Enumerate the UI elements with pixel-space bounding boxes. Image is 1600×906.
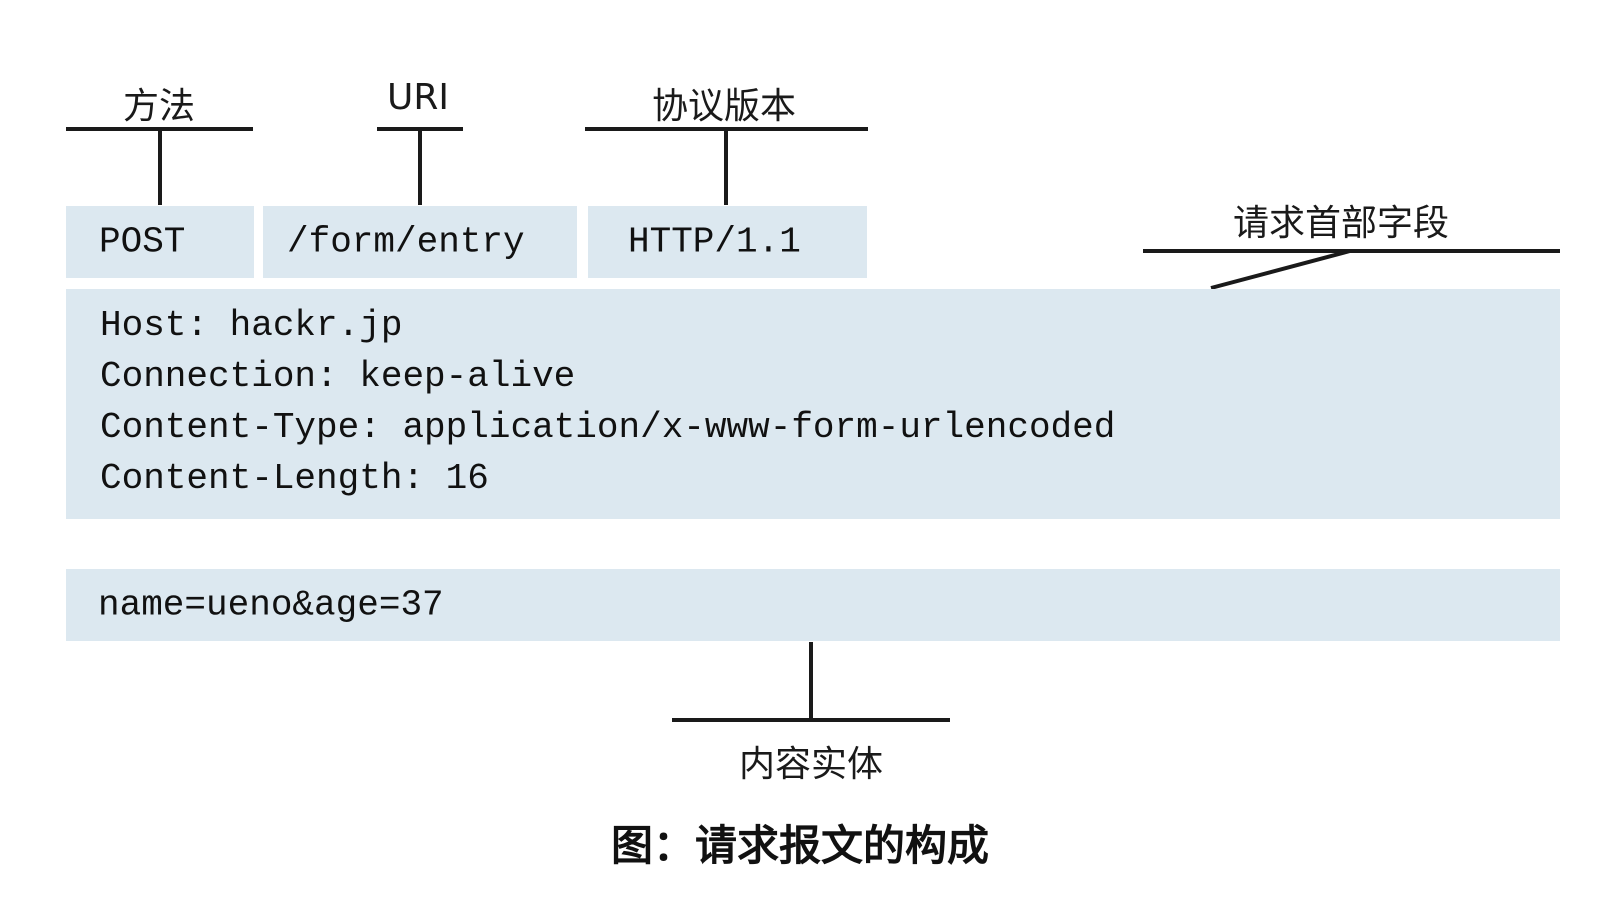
header-line: Content-Type: application/x-www-form-url… — [100, 407, 1116, 448]
header-line: Host: hackr.jp — [100, 305, 403, 346]
body-value: name=ueno&age=37 — [98, 584, 444, 626]
header-line: Connection: keep-alive — [100, 356, 576, 397]
headers-box: Host: hackr.jp Connection: keep-alive Co… — [66, 289, 1560, 519]
uri-value: /form/entry — [287, 221, 525, 263]
figure-caption: 图：请求报文的构成 — [610, 821, 990, 870]
uri-box: /form/entry — [263, 206, 577, 278]
method-label: 方法 — [122, 86, 196, 127]
body-label: 内容实体 — [738, 744, 884, 785]
headers-bracket-diagonal — [1210, 249, 1351, 290]
version-box: HTTP/1.1 — [588, 206, 867, 278]
headers-label: 请求首部字段 — [1232, 203, 1450, 244]
method-value: POST — [99, 221, 186, 263]
uri-label: URI — [387, 77, 449, 118]
method-box: POST — [66, 206, 254, 278]
version-label: 协议版本 — [651, 86, 797, 127]
version-value: HTTP/1.1 — [628, 221, 801, 263]
header-line: Content-Length: 16 — [100, 458, 489, 499]
body-box: name=ueno&age=37 — [66, 569, 1560, 641]
